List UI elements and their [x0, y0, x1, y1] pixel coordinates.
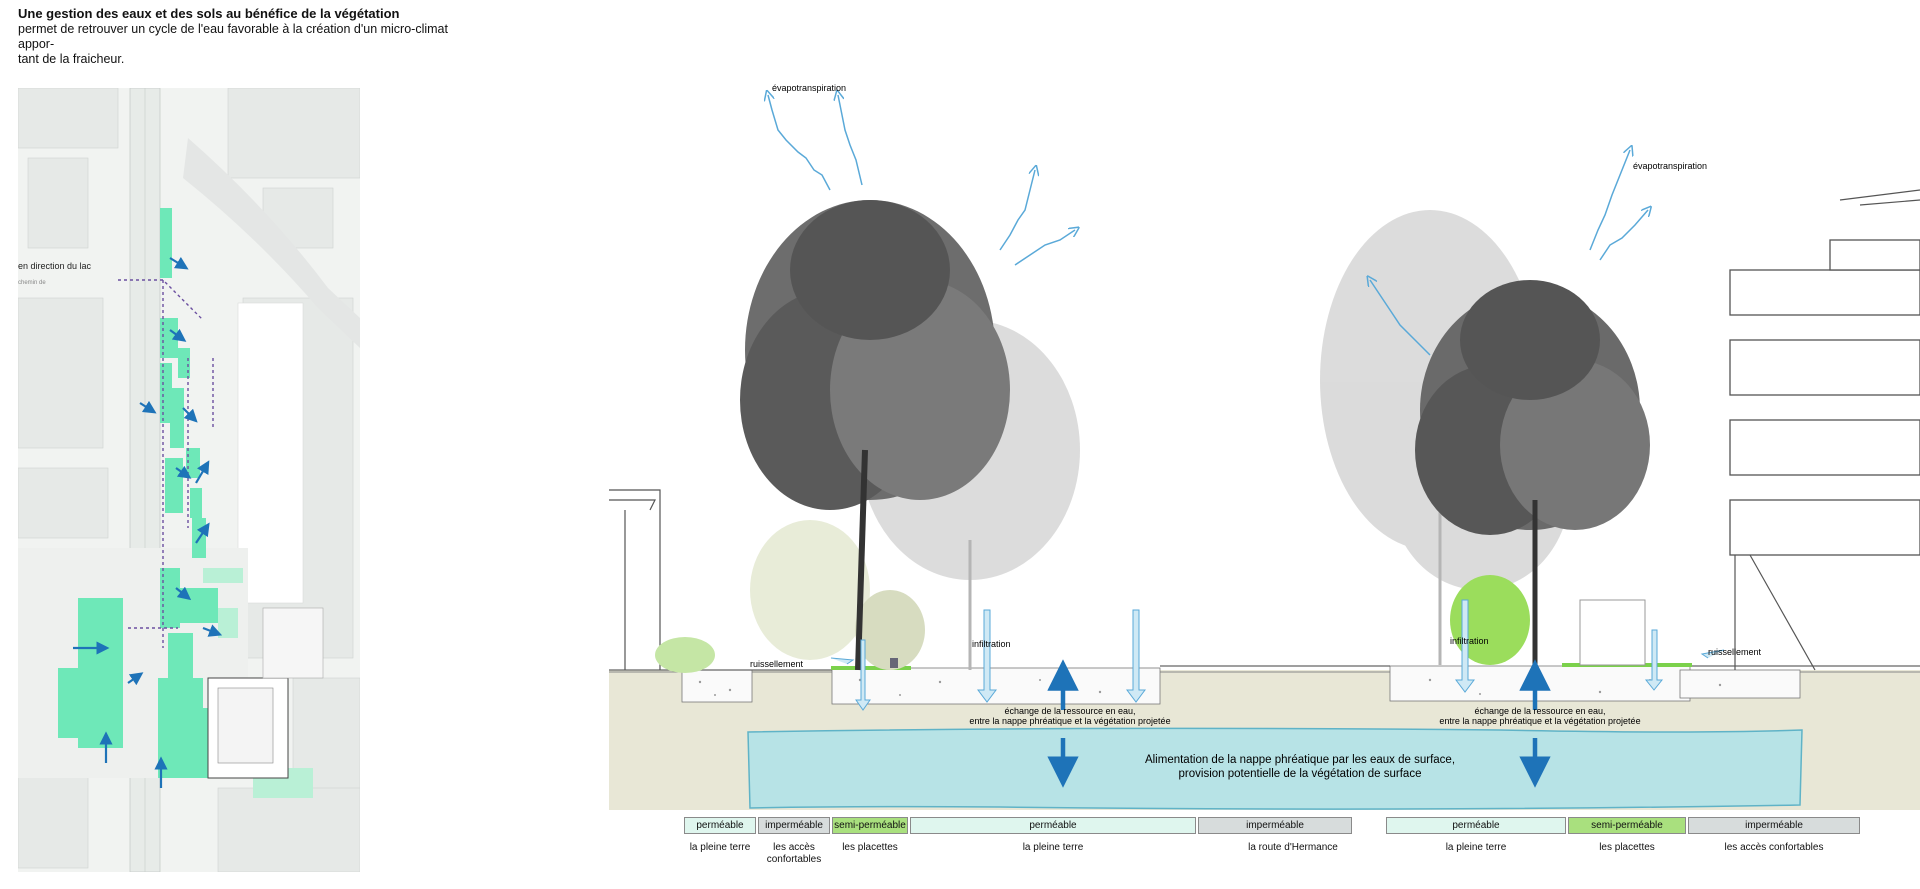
plan-water-arrows — [73, 256, 223, 788]
label-exchange-left-2: entre la nappe phréatique et la végétati… — [969, 716, 1170, 726]
label-runoff-right: ruissellement — [1708, 647, 1762, 657]
cross-section: Alimentation de la nappe phréatique par … — [609, 83, 1920, 810]
right-building — [1729, 239, 1920, 556]
gravel-trenches — [681, 665, 1801, 705]
plan-green-areas — [58, 208, 218, 778]
aquifer-line-1: Alimentation de la nappe phréatique par … — [1145, 754, 1455, 766]
label-evapotranspiration-right: évapotranspiration — [1633, 161, 1707, 171]
tree-left — [740, 200, 1010, 671]
evapotranspiration-arrows — [768, 95, 1648, 356]
legend-caption-7: les accès confortables — [1724, 842, 1824, 853]
ground-surface — [609, 665, 1920, 671]
small-shrub-left — [655, 637, 715, 673]
label-evapotranspiration-left: évapotranspiration — [772, 83, 846, 93]
shrub-light — [750, 520, 870, 660]
label-infiltration-right: infiltration — [1450, 636, 1489, 646]
legend-caption-0: la pleine terre — [689, 842, 751, 853]
ghost-trunks — [968, 490, 1442, 670]
legend-strip-7: imperméable — [1688, 817, 1860, 834]
legend-caption-1: les accès confortables — [758, 842, 830, 866]
exchange-arrows — [1047, 659, 1551, 788]
tree-right — [1415, 280, 1650, 665]
kiosk — [1579, 599, 1646, 666]
legend-caption-4: la route d'Hermance — [1248, 842, 1338, 853]
label-exchange-left-1: échange de la ressource en eau, — [1004, 706, 1135, 716]
drain — [890, 658, 898, 668]
legend-strip-1: imperméable — [758, 817, 830, 834]
label-exchange-right-2: entre la nappe phréatique et la végétati… — [1439, 716, 1640, 726]
aquifer-line-2: provision potentielle de la végétation d… — [1179, 768, 1422, 780]
site-plan: en direction du lac chemin de — [18, 88, 360, 872]
header: Une gestion des eaux et des sols au béné… — [18, 6, 478, 67]
right-building-legs — [1734, 189, 1920, 671]
plan-street-label: chemin de — [18, 280, 46, 286]
label-infiltration-left: infiltration — [972, 639, 1011, 649]
label-exchange-right-1: échange de la ressource en eau, — [1474, 706, 1605, 716]
left-shelter — [609, 489, 661, 670]
legend-strip-3: perméable — [910, 817, 1196, 834]
legend-caption-1-line-1: les accès — [773, 842, 815, 853]
green-strip-left — [831, 666, 911, 670]
infiltration-arrows — [830, 599, 1725, 711]
page-title: Une gestion des eaux et des sols au béné… — [18, 6, 400, 21]
legend-strip-6: semi-perméable — [1568, 817, 1686, 834]
legend-strip-2: semi-perméable — [832, 817, 908, 834]
plan-white-block — [237, 302, 304, 604]
legend-caption-3: la pleine terre — [1022, 842, 1084, 853]
legend-caption-6: les placettes — [1599, 842, 1655, 853]
legend-caption-1-line-2: confortables — [766, 854, 822, 865]
subtitle-line-1: permet de retrouver un cycle de l'eau fa… — [18, 22, 448, 51]
legend-caption-5: la pleine terre — [1445, 842, 1507, 853]
plan-flow-lines — [118, 279, 214, 648]
plan-direction-label: en direction du lac — [18, 261, 92, 271]
plan-buildings — [18, 88, 360, 872]
shrub-olive — [855, 590, 925, 670]
legend-strip-5: perméable — [1386, 817, 1566, 834]
page-subtitle: permet de retrouver un cycle de l'eau fa… — [18, 22, 478, 67]
plan-curved-road — [183, 138, 360, 348]
legend-caption-2: les placettes — [842, 842, 898, 853]
legend-strip-4: imperméable — [1198, 817, 1352, 834]
legend-strip-0: perméable — [684, 817, 756, 834]
green-shrub — [1450, 575, 1530, 665]
aquifer — [747, 727, 1803, 810]
label-runoff-left: ruissellement — [750, 659, 804, 669]
subtitle-line-2: tant de la fraicheur. — [18, 52, 125, 66]
